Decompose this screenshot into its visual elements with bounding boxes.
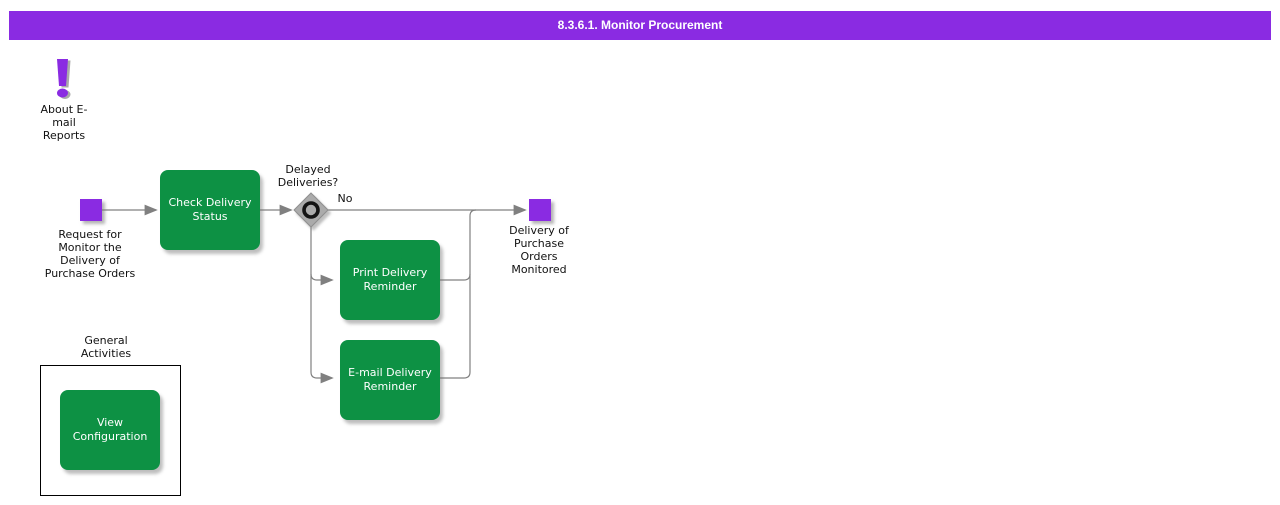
connector-gateway-to-print xyxy=(310,273,334,286)
gateway-circle-icon xyxy=(302,201,320,219)
start-event-square[interactable] xyxy=(80,199,102,221)
edge-label-no: No xyxy=(337,192,353,205)
end-event-square[interactable] xyxy=(529,199,551,221)
connector-gateway-to-email xyxy=(310,227,334,384)
general-activities-label: General Activities xyxy=(80,334,132,360)
task-view-configuration[interactable]: View Configuration xyxy=(60,390,160,470)
connector-email-to-end xyxy=(440,209,477,379)
connector-print-to-end xyxy=(440,273,471,281)
end-event-label: Delivery of Purchase Orders Monitored xyxy=(509,224,569,276)
start-event-label: Request for Monitor the Delivery of Purc… xyxy=(44,228,136,280)
about-email-reports-label[interactable]: About E- mail Reports xyxy=(40,103,88,142)
task-email-delivery-reminder[interactable]: E-mail Delivery Reminder xyxy=(340,340,440,420)
gateway-delayed-deliveries[interactable] xyxy=(293,192,329,228)
diagram-title-bar: 8.3.6.1. Monitor Procurement xyxy=(9,11,1271,40)
task-print-delivery-reminder[interactable]: Print Delivery Reminder xyxy=(340,240,440,320)
exclamation-icon[interactable] xyxy=(57,59,71,99)
gateway-question-label: Delayed Deliveries? xyxy=(277,163,339,189)
task-check-delivery-status[interactable]: Check Delivery Status xyxy=(160,170,260,250)
